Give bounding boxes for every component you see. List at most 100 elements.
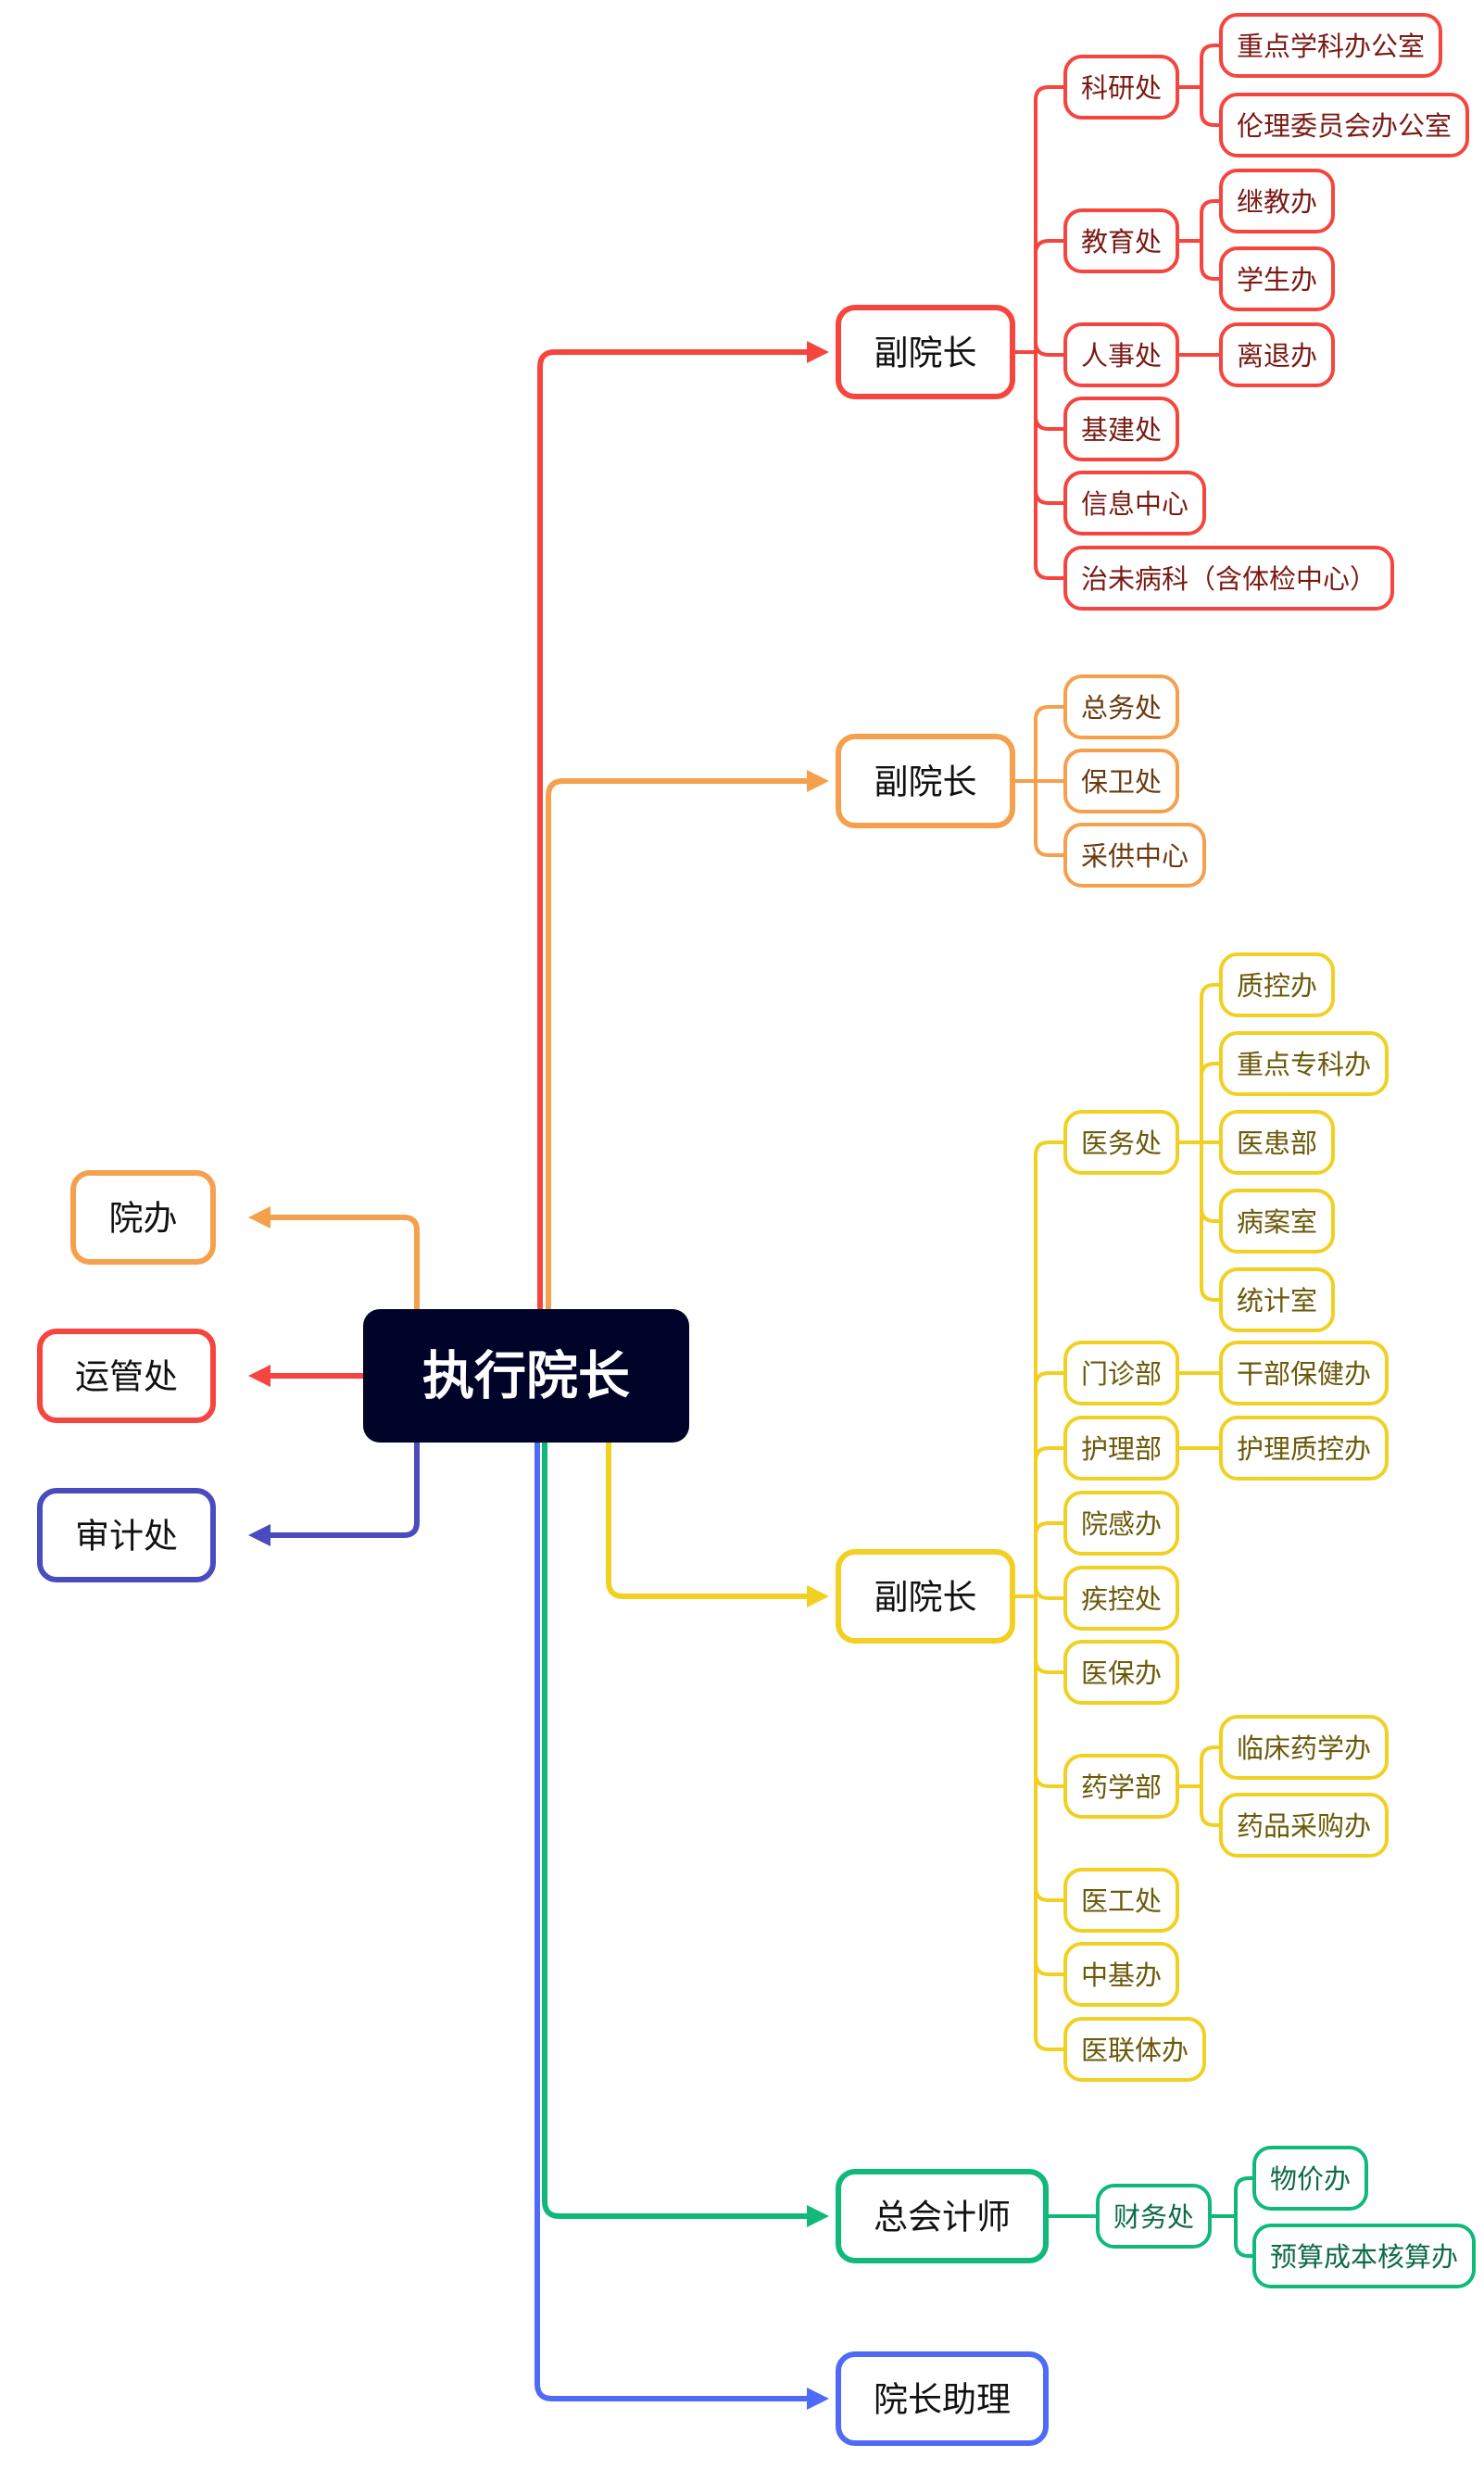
root-node-box [363, 1309, 689, 1443]
left-node-1[interactable]: 运管处 [37, 1329, 216, 1423]
sub-node-0-1[interactable]: 教育处 [1063, 208, 1179, 273]
sub-node-2-6-box [1063, 1754, 1179, 1819]
connector-right-3 [542, 1443, 807, 2219]
left-node-2[interactable]: 审计处 [37, 1488, 216, 1582]
left-node-0[interactable]: 院办 [70, 1170, 216, 1265]
leaf-node-2-0-1-label: 重点专科办 [1237, 1049, 1371, 1080]
sub-node-2-4[interactable]: 疾控处 [1063, 1566, 1179, 1631]
leaf-node-2-0-2[interactable]: 医患部 [1219, 1110, 1335, 1175]
sub-node-2-3-box [1063, 1491, 1179, 1556]
sub-node-2-8[interactable]: 中基办 [1063, 1942, 1179, 2007]
leaf-node-3-0-0[interactable]: 物价办 [1252, 2146, 1368, 2211]
sub-node-2-2[interactable]: 护理部 [1063, 1416, 1179, 1481]
connector-l2-2-5 [1034, 1596, 1065, 1674]
sub-node-2-0[interactable]: 医务处 [1063, 1110, 1179, 1175]
sub-node-1-2-box [1063, 823, 1206, 888]
sub-node-2-9-label: 医联体办 [1081, 2035, 1188, 2066]
sub-node-1-0-label: 总务处 [1081, 692, 1162, 724]
sub-node-2-8-label: 中基办 [1081, 1960, 1162, 1991]
branch-node-1[interactable]: 副院长 [836, 734, 1015, 828]
leaf-node-0-0-1-box [1219, 93, 1469, 158]
arrow-left-2-icon [248, 1524, 270, 1546]
leaf-node-0-1-0-box [1219, 169, 1335, 233]
branch-node-4[interactable]: 院长助理 [836, 2351, 1049, 2446]
branch-node-0[interactable]: 副院长 [836, 305, 1015, 399]
leaf-node-0-0-0-box [1219, 13, 1442, 78]
leaf-node-2-0-0-label: 质控办 [1237, 970, 1317, 1002]
sub-node-0-4[interactable]: 信息中心 [1063, 471, 1206, 536]
connector-layer [248, 44, 1254, 2410]
sub-node-2-6[interactable]: 药学部 [1063, 1754, 1179, 1819]
leaf-node-3-0-1[interactable]: 预算成本核算办 [1252, 2224, 1476, 2288]
sub-node-1-1[interactable]: 保卫处 [1063, 749, 1179, 813]
branch-node-1-box [836, 734, 1015, 828]
leaf-node-2-2-0-box [1219, 1416, 1389, 1481]
left-node-0-box [70, 1170, 216, 1265]
connector-right-1 [546, 778, 807, 1309]
sub-node-2-3[interactable]: 院感办 [1063, 1491, 1179, 1556]
root-node[interactable]: 执行院长 [363, 1309, 689, 1443]
sub-node-2-9[interactable]: 医联体办 [1063, 2017, 1206, 2082]
sub-node-2-7[interactable]: 医工处 [1063, 1868, 1179, 1933]
left-node-2-box [37, 1488, 216, 1582]
sub-node-0-4-label: 信息中心 [1081, 488, 1188, 520]
sub-node-3-0-box [1096, 2184, 1212, 2249]
sub-node-2-5[interactable]: 医保办 [1063, 1640, 1179, 1705]
connector-l2-1-0 [1034, 705, 1065, 781]
sub-node-0-2[interactable]: 人事处 [1063, 322, 1179, 387]
sub-node-1-2[interactable]: 采供中心 [1063, 823, 1206, 888]
sub-node-2-5-box [1063, 1640, 1179, 1705]
sub-node-0-2-label: 人事处 [1081, 340, 1162, 372]
sub-node-2-4-label: 疾控处 [1081, 1583, 1162, 1615]
leaf-node-2-0-0-box [1219, 952, 1335, 1017]
sub-node-2-2-label: 护理部 [1081, 1433, 1162, 1465]
sub-node-0-0[interactable]: 科研处 [1063, 55, 1179, 120]
sub-node-0-3-label: 基建处 [1081, 414, 1162, 446]
leaf-node-3-0-1-label: 预算成本核算办 [1270, 2241, 1458, 2273]
connector-l2-2-3 [1034, 1521, 1065, 1596]
leaf-node-2-6-1[interactable]: 药品采购办 [1219, 1793, 1389, 1858]
root-node-label: 执行院长 [422, 1347, 630, 1407]
sub-node-1-0[interactable]: 总务处 [1063, 674, 1179, 739]
leaf-node-0-1-0[interactable]: 继教办 [1219, 169, 1335, 233]
connector-l3-2-0-4 [1200, 1142, 1221, 1302]
connector-l2-0-2 [1034, 340, 1065, 357]
sub-node-0-3[interactable]: 基建处 [1063, 397, 1179, 461]
leaf-node-0-1-1-label: 学生办 [1237, 264, 1317, 296]
leaf-node-2-0-4[interactable]: 统计室 [1219, 1267, 1335, 1332]
branch-node-2-box [836, 1549, 1015, 1644]
sub-node-0-5[interactable]: 治未病科（含体检中心） [1063, 546, 1394, 611]
connector-l3-2-0-3 [1200, 1142, 1221, 1223]
arrow-right-3-icon [807, 2205, 829, 2227]
leaf-node-2-0-1[interactable]: 重点专科办 [1219, 1031, 1389, 1096]
sub-node-2-1-box [1063, 1341, 1179, 1405]
leaf-node-2-0-0[interactable]: 质控办 [1219, 952, 1335, 1017]
leaf-node-2-0-3[interactable]: 病案室 [1219, 1189, 1335, 1254]
leaf-node-2-6-0-label: 临床药学办 [1237, 1733, 1371, 1764]
leaf-node-0-0-1[interactable]: 伦理委员会办公室 [1219, 93, 1469, 158]
branch-node-3[interactable]: 总会计师 [836, 2169, 1049, 2263]
sub-node-0-2-box [1063, 322, 1179, 387]
sub-node-2-1[interactable]: 门诊部 [1063, 1341, 1179, 1405]
leaf-node-2-2-0-label: 护理质控办 [1237, 1433, 1371, 1465]
connector-l3-0-0-1 [1200, 87, 1221, 127]
leaf-node-2-1-0-label: 干部保健办 [1237, 1358, 1371, 1390]
leaf-node-2-2-0[interactable]: 护理质控办 [1219, 1416, 1389, 1481]
sub-node-3-0[interactable]: 财务处 [1096, 2184, 1212, 2249]
connector-l2-0-5 [1034, 352, 1065, 580]
leaf-node-0-2-0[interactable]: 离退办 [1219, 322, 1335, 387]
leaf-node-2-1-0[interactable]: 干部保健办 [1219, 1341, 1389, 1405]
leaf-node-2-6-0[interactable]: 临床药学办 [1219, 1715, 1389, 1780]
leaf-node-0-1-1[interactable]: 学生办 [1219, 246, 1335, 311]
branch-node-2[interactable]: 副院长 [836, 1549, 1015, 1644]
sub-node-0-0-box [1063, 55, 1179, 120]
leaf-node-0-0-0[interactable]: 重点学科办公室 [1219, 13, 1442, 78]
sub-node-1-2-label: 采供中心 [1081, 840, 1188, 872]
leaf-node-0-2-0-label: 离退办 [1237, 340, 1317, 372]
branch-node-0-label: 副院长 [874, 334, 977, 373]
leaf-node-0-0-1-label: 伦理委员会办公室 [1237, 110, 1452, 142]
connector-l2-2-6 [1034, 1596, 1065, 1788]
left-node-1-label: 运管处 [75, 1357, 178, 1397]
connector-l2-0-1 [1034, 239, 1065, 352]
sub-node-2-1-label: 门诊部 [1081, 1358, 1162, 1390]
